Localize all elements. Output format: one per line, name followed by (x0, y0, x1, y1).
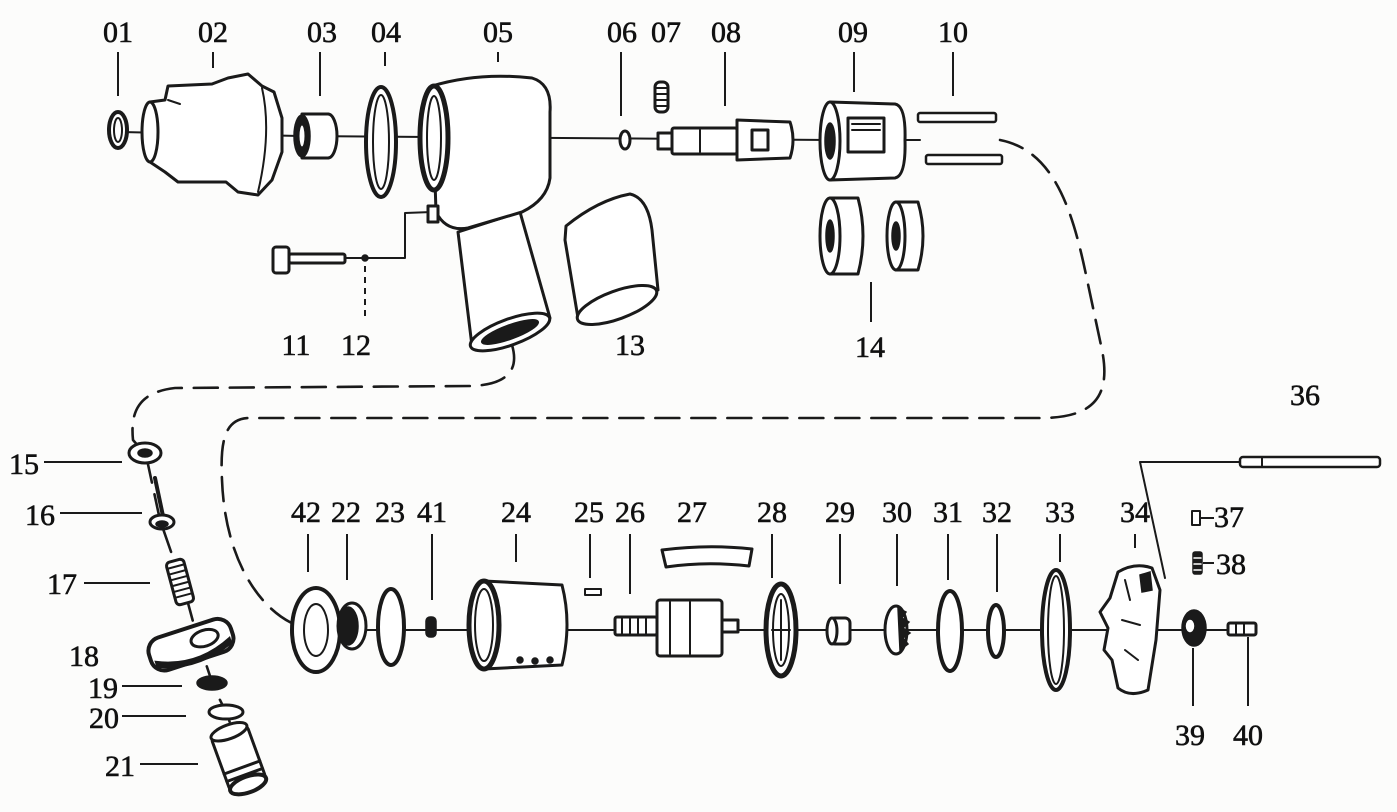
callout-22: 22 (331, 496, 361, 529)
part-08-anvil (656, 118, 795, 162)
leader-lines (44, 52, 1249, 765)
callout-25: 25 (574, 496, 604, 529)
callout-05: 05 (483, 16, 513, 49)
callout-30: 30 (882, 496, 912, 529)
callout-19: 19 (88, 672, 118, 705)
callout-38: 38 (1216, 548, 1246, 581)
callout-09: 09 (838, 16, 868, 49)
callout-13: 13 (615, 329, 645, 362)
callout-26: 26 (615, 496, 645, 529)
callout-39: 39 (1175, 719, 1205, 752)
callout-33: 33 (1045, 496, 1075, 529)
callout-42: 42 (291, 496, 321, 529)
callout-01: 01 (103, 16, 133, 49)
callout-10: 10 (938, 16, 968, 49)
callout-37: 37 (1214, 501, 1244, 534)
part-33-gasket (1040, 568, 1072, 692)
callout-24: 24 (501, 496, 531, 529)
callout-16: 16 (25, 499, 55, 532)
part-25-pin (584, 588, 602, 596)
callout-27: 27 (677, 496, 707, 529)
callout-21: 21 (105, 750, 135, 783)
part-14-hammers (818, 196, 925, 276)
part-11-throttle-pin (271, 245, 347, 275)
part-22-bearing (336, 601, 368, 651)
callout-15: 15 (9, 448, 39, 481)
part-09-hammer-cage (818, 100, 907, 182)
callout-23: 23 (375, 496, 405, 529)
part-30-gear (883, 604, 912, 656)
part-18-valve-plate (146, 616, 236, 673)
callout-18: 18 (69, 640, 99, 673)
callout-36: 36 (1290, 379, 1320, 412)
callout-12: 12 (341, 329, 371, 362)
callout-labels: 01 02 03 04 05 06 07 08 09 10 11 12 13 1… (9, 16, 1321, 784)
part-16-screw (148, 476, 176, 531)
part-17-spring (165, 557, 195, 607)
part-21-air-inlet (209, 721, 269, 797)
part-36-rod (1238, 455, 1382, 469)
part-12-small-ball (361, 254, 369, 262)
part-13-grip-sleeve (563, 192, 660, 326)
part-42-washer (290, 586, 342, 674)
part-15-nut (127, 441, 163, 465)
part-02-hammer-case (140, 72, 284, 197)
callout-32: 32 (982, 496, 1012, 529)
part-04-gasket (364, 85, 398, 199)
part-03-bushing (293, 112, 339, 160)
callout-07: 07 (651, 16, 681, 49)
part-28-rear-plate (763, 581, 799, 679)
throttle-connector-line (344, 211, 433, 259)
part-32-ring (986, 603, 1006, 659)
part-05-motor-housing (417, 74, 552, 353)
part-06-o-ring (618, 129, 632, 151)
callout-28: 28 (757, 496, 787, 529)
callout-29: 29 (825, 496, 855, 529)
part-07-spring (653, 80, 670, 114)
part-10-pins (916, 111, 1004, 166)
part-38-spring (1192, 551, 1203, 575)
callout-34: 34 (1120, 496, 1150, 529)
callout-20: 20 (89, 702, 119, 735)
connector-lines (119, 131, 1251, 762)
main-dashed-path (220, 138, 1106, 627)
part-26-rotor (613, 598, 740, 658)
part-39-knob (1181, 609, 1207, 647)
part-19-disc (196, 675, 228, 691)
part-41-key (425, 616, 437, 638)
callout-03: 03 (307, 16, 337, 49)
callout-14: 14 (855, 331, 885, 364)
callout-40: 40 (1233, 719, 1263, 752)
callout-31: 31 (933, 496, 963, 529)
part-34-back-cover (1098, 564, 1162, 695)
callout-11: 11 (282, 329, 311, 362)
callout-17: 17 (47, 568, 77, 601)
part-01-ring (107, 110, 129, 150)
rod-connector-line (1139, 461, 1243, 579)
part-24-cylinder (466, 578, 569, 672)
part-40-pin (1226, 621, 1258, 637)
part-29-bearing (825, 616, 852, 646)
callout-06: 06 (607, 16, 637, 49)
inlet-dashed-path (131, 343, 516, 762)
part-27-vane (660, 545, 754, 569)
callout-41: 41 (417, 496, 447, 529)
part-23-ring (376, 587, 406, 667)
callout-04: 04 (371, 16, 401, 49)
part-31-ring (936, 589, 964, 673)
part-37-pin (1191, 510, 1201, 526)
callout-02: 02 (198, 16, 228, 49)
part-20-ring (207, 703, 245, 721)
callout-08: 08 (711, 16, 741, 49)
